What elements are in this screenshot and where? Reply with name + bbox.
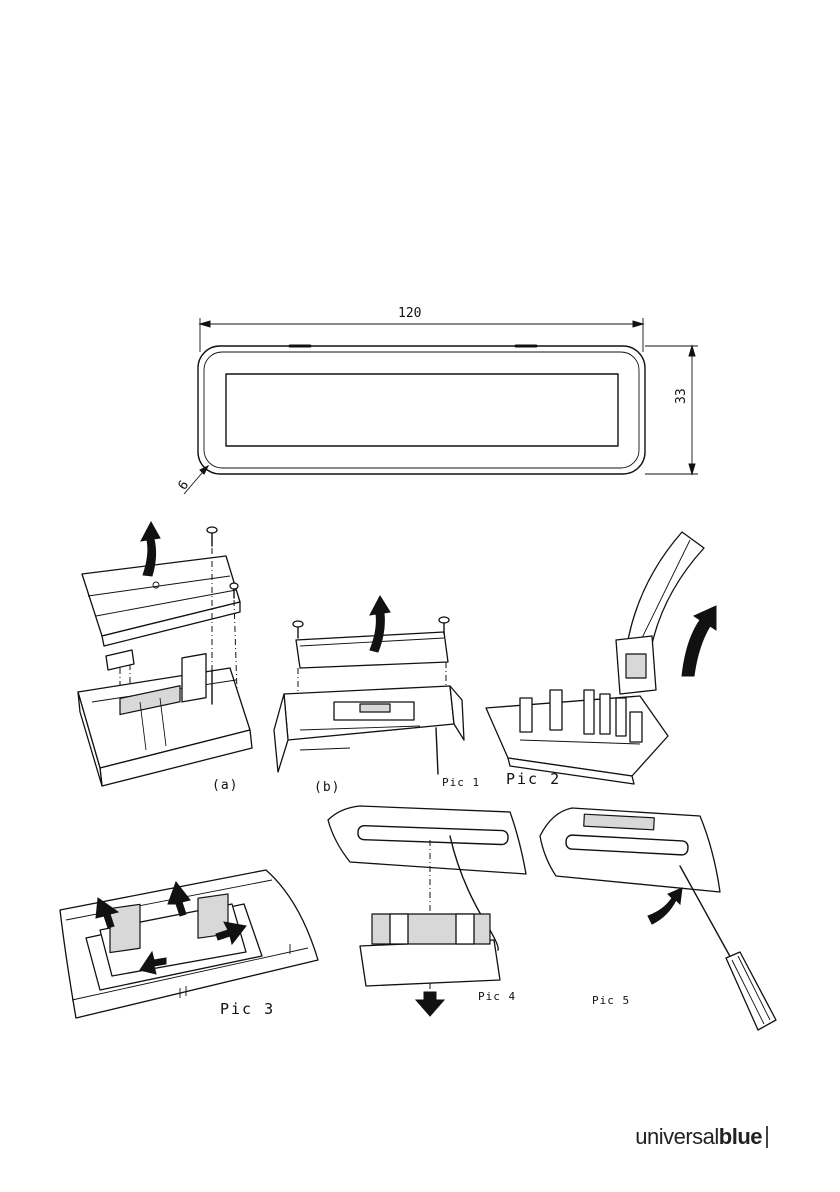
figure-label-pic5: Pic 5 [592, 994, 630, 1007]
brand-logo-suffix: blue [719, 1124, 762, 1149]
brand-logo-prefix: universal [635, 1124, 719, 1149]
brand-logo: universalblue [635, 1124, 762, 1150]
brand-divider [766, 1126, 768, 1148]
screwdriver-icon [680, 866, 776, 1030]
